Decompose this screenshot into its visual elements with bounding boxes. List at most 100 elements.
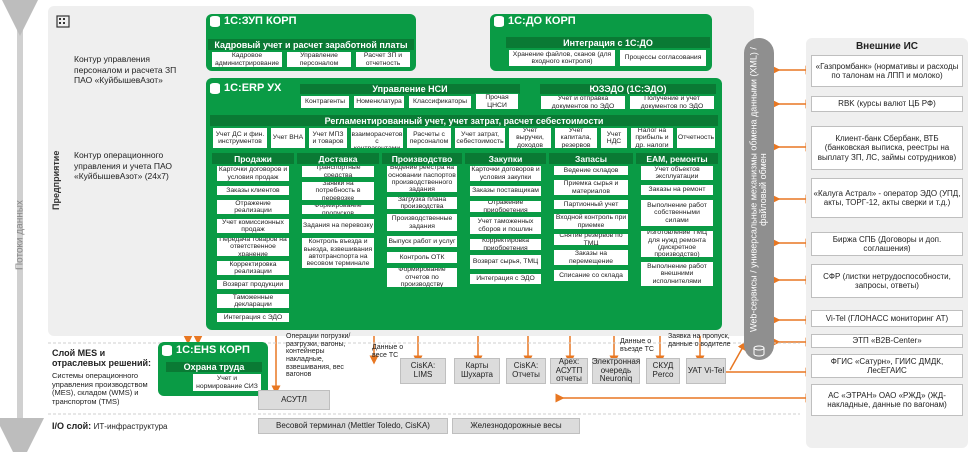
erp-column-item: Ведение реестра на основании паспортов п… (386, 165, 458, 193)
external-system: Vi-Tel (ГЛОНАСС мониторинг АТ) (811, 310, 963, 327)
mes-box: Apex: АСУТП отчеты (550, 357, 588, 384)
ops-contour-text: Контур операционного управления и учета … (74, 150, 173, 182)
external-system: Клиент-банк Сбербанк, ВТБ (банковская вы… (811, 126, 963, 170)
reg-box: Учет ВНА (270, 127, 306, 149)
external-system: АС «ЭТРАН» ОАО «РЖД» (ЖД-накладные, данн… (811, 384, 963, 416)
hr-contour-text: Контур управления персоналом и расчета З… (74, 54, 177, 86)
erp-column-item: Интеграция с ЭДО (469, 273, 542, 285)
external-system: СФР (листки нетрудоспособности, запросы,… (811, 264, 963, 298)
do-box: Хранение файлов, сканов (для входного ко… (508, 49, 616, 67)
erp-column-item: Возврат сырья, ТМЦ (469, 254, 542, 270)
erp-column-item: Формирование пропусков (301, 204, 375, 215)
do-title: 1С:ДО КОРП (494, 15, 576, 27)
building-icon (56, 14, 70, 28)
erp-column-item: Карточки договоров и условия закупки (469, 165, 542, 182)
external-system: Биржа СПБ (Договоры и доп. соглашения) (811, 232, 963, 256)
reg-box: Учет МПЗ и товаров (308, 127, 348, 149)
mes-box: Карты Шухарта (454, 358, 500, 384)
mes-box: УАТ Vi-Tel (686, 358, 726, 384)
do-bar: Интеграция с 1С:ДО (506, 37, 710, 48)
request-note: Заявка на пропуск, данные о водителе (668, 333, 731, 348)
erp-column-item: Партионный учет (553, 199, 629, 210)
erp-column-item: Выполнение работ собственными силами (640, 199, 714, 227)
data-flow-axis-label: Потоки данных (14, 200, 26, 270)
reg-box: Налог на прибыль и др. налоги (630, 127, 674, 149)
erp-column-item: Ведение складов (553, 165, 629, 176)
reg-box: Учет НДС (600, 127, 628, 149)
erp-column-item: Задания на перевозку (301, 218, 375, 234)
erp-column-item: Транспортные средства (301, 165, 375, 178)
mes-title: Слой MES и отраслевых решений: (52, 348, 152, 369)
database-icon (753, 344, 765, 357)
erp-column-title: ЕАМ, ремонты (636, 153, 718, 164)
ehs-bar: Охрана труда (166, 362, 262, 372)
erp-column-item: Учет объектов эксплуатации (640, 165, 714, 181)
nsi-box: Прочая ЦНСИ (475, 93, 519, 110)
erp-column-item: Передача товаров на ответственное хранен… (216, 237, 290, 257)
zup-box: Кадровое администрирование (211, 51, 283, 68)
erp-column-item: Списание со склада (553, 269, 629, 282)
erp-column-item: Учет таможенных сборов и пошлин (469, 216, 542, 235)
web-services-bus (744, 38, 774, 360)
erp-column-item: Возврат продукции (216, 279, 290, 290)
erp-column-title: Продажи (212, 153, 294, 164)
erp-column-item: Отражение приобретения (469, 200, 542, 213)
edo-box: Учет и отправка документов по ЭДО (540, 95, 626, 110)
erp-column-title: Закупки (465, 153, 546, 164)
erp-column-item: Загрузка плана производства (386, 196, 458, 210)
io-layer: I/O слой: ИТ-инфраструктура (52, 421, 168, 431)
mes-box: Электронная очередь Neuroniq (591, 356, 641, 384)
edo-box: Получение и учет документов по ЭДО (629, 95, 715, 110)
erp-column-item: Корректировка реализации (216, 260, 290, 276)
reg-box: Отчетность (676, 127, 716, 149)
database-icon (210, 82, 220, 94)
erp-column-item: Заказы клиентов (216, 185, 290, 196)
erp-column-item: Снятие резервов по ТМЦ (553, 233, 629, 246)
external-title: Внешние ИС (855, 41, 919, 52)
zup-title: 1С:ЗУП КОРП (210, 15, 297, 27)
reg-box: Расчеты с персоналом (406, 127, 452, 149)
erp-column-item: Контроль ОТК (386, 251, 458, 264)
external-system: «Калуга Астрал» - оператор ЭДО (УПД, акт… (811, 178, 963, 218)
erp-column-item: Отражение реализации (216, 199, 290, 215)
erp-column-item: Формирование отчетов по производству (386, 267, 458, 288)
nsi-box: Классификаторы (408, 95, 472, 109)
do-box: Процессы согласования (619, 49, 707, 67)
erp-column-item: Интеграция с ЭДО (216, 312, 290, 323)
nsi-box: Контрагенты (300, 95, 350, 109)
erp-column-item: Контроль въезда и выезда, взвешивания ав… (301, 237, 375, 269)
mes-box: CisKA: LIMS (400, 358, 446, 384)
ehs-box: Учет и нормирование СИЗ (192, 373, 262, 392)
erp-column-item: Карточки договоров и условия продаж (216, 165, 290, 182)
enterprise-label: Предприятие (51, 150, 61, 210)
zup-box: Расчет ЗП и отчетность (355, 51, 411, 68)
erp-column-item: Таможенные декларации (216, 293, 290, 309)
erp-column-item: Заказы на перемещение (553, 249, 629, 266)
nsi-bar: Управление НСИ (300, 84, 520, 94)
mes-box: СКУД Perco (646, 358, 680, 384)
io-box: Железнодорожные весы (452, 418, 580, 434)
database-icon (494, 15, 504, 27)
io-box: Весовой терминал (Mettler Toledo, CisKA) (258, 418, 448, 434)
web-services-label: Web-сервисы / универсальные механизмы об… (748, 47, 768, 333)
external-system: ФГИС «Сатурн», ГИИС ДМДК, ЛесЕГАИС (811, 354, 963, 378)
erp-column-title: Производство (382, 153, 462, 164)
erp-column-item: Учет комиссионных продаж (216, 218, 290, 234)
database-icon (210, 15, 220, 27)
ops-note: Операции погрузки/разгрузки, вагоны, кон… (286, 333, 351, 379)
ehs-title: 1С:EHS КОРП (162, 344, 250, 356)
zup-box: Управление персоналом (286, 51, 352, 68)
mes-desc: Системы операционного управления произво… (52, 371, 148, 406)
external-system: RBK (курсы валют ЦБ РФ) (811, 96, 963, 112)
reg-box: Учет взаиморасчетов с контрагентами (350, 127, 404, 149)
mes-box: CisKA: Отчеты (506, 358, 546, 384)
erp-column-item: Выпуск работ и услуг (386, 235, 458, 248)
erp-column-item: Приемка сырья и материалов (553, 179, 629, 196)
erp-column-item: Входной контроль при приемке (553, 213, 629, 230)
reg-box: Учет ДС и фин. инструментов (212, 127, 268, 149)
erp-column-item: Заказы на ремонт (640, 184, 714, 196)
weight-note: Данные о весе ТС (372, 344, 404, 359)
erp-column-title: Доставка (297, 153, 379, 164)
reg-box: Учет выручки, доходов (508, 127, 552, 149)
external-system: «Газпромбанк» (нормативы и расходы по та… (811, 55, 963, 87)
